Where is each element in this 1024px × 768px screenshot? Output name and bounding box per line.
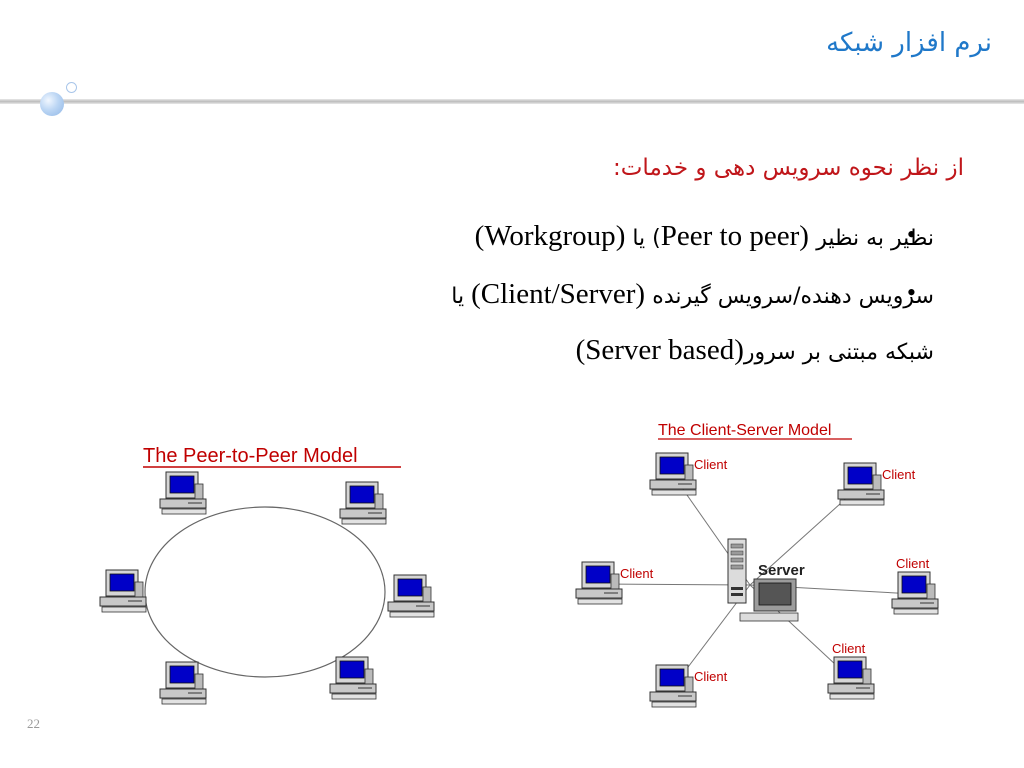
bullet-marker: •	[906, 278, 916, 307]
network-link	[598, 583, 751, 586]
p2p-computer-icon	[159, 661, 207, 705]
server-label: Server	[758, 562, 805, 579]
cs-diagram-svg: The Client-Server Model Server ClientCli…	[575, 422, 939, 708]
term-client-server: (Client/Server)	[471, 278, 646, 310]
paren-open: (	[799, 220, 817, 252]
bullet-connector: یا	[451, 284, 472, 309]
client-computer-icon	[837, 462, 885, 506]
term-server-based: (Server based)	[575, 334, 744, 366]
p2p-computers	[99, 471, 435, 705]
client-label: Client	[832, 641, 866, 656]
p2p-computer-icon	[99, 569, 147, 613]
slide-number: 22	[27, 716, 40, 731]
cs-diagram-title: The Client-Server Model	[658, 422, 831, 439]
section-heading: از نظر نحوه سرویس دهی و خدمات:	[613, 155, 964, 181]
client-computer-icon	[575, 561, 623, 605]
bullet-client-server: سرویس دهنده/سرویس گیرنده (Client/Server)…	[451, 278, 934, 311]
p2p-diagram-title: The Peer-to-Peer Model	[143, 445, 358, 467]
p2p-computer-icon	[387, 574, 435, 618]
p2p-ring	[144, 506, 386, 678]
bullet-peer-to-peer: نظیر به نظیر (Peer to peer) یا (Workgrou…	[475, 220, 934, 253]
client-label: Client	[882, 467, 916, 482]
decorative-small-circle	[66, 82, 77, 93]
server-monitor-icon	[739, 578, 799, 622]
bullet-text-fa: شبکه مبتنی بر سرور	[743, 340, 934, 365]
client-label: Client	[896, 556, 930, 571]
p2p-diagram: The Peer-to-Peer Model	[90, 435, 440, 720]
slide-title: نرم افزار شبکه	[826, 28, 992, 58]
bullet-server-based: شبکه مبتنی بر سرور(Server based)	[576, 334, 934, 367]
client-computer-icon	[649, 664, 697, 708]
term-peer-to-peer: Peer to peer	[660, 220, 800, 252]
server-node	[727, 538, 799, 622]
p2p-diagram-svg: The Peer-to-Peer Model	[99, 445, 435, 705]
client-label: Client	[694, 457, 728, 472]
bullet-text-fa: سرویس دهنده/سرویس گیرنده	[652, 284, 934, 309]
bullet-connector: ) یا	[625, 226, 661, 251]
term-workgroup: (Workgroup)	[474, 220, 626, 252]
client-computer-icon	[891, 571, 939, 615]
p2p-computer-icon	[159, 471, 207, 515]
client-computer-icon	[827, 656, 875, 700]
client-label: Client	[620, 566, 654, 581]
bullet-marker: •	[906, 220, 916, 249]
server-tower-icon	[727, 538, 747, 604]
p2p-computer-icon	[329, 656, 377, 700]
client-computer-icon	[649, 452, 697, 496]
p2p-computer-icon	[339, 481, 387, 525]
header-divider	[0, 99, 1024, 104]
client-label: Client	[694, 669, 728, 684]
decorative-circle	[40, 92, 64, 116]
bullet-text-fa: نظیر به نظیر	[816, 226, 934, 251]
